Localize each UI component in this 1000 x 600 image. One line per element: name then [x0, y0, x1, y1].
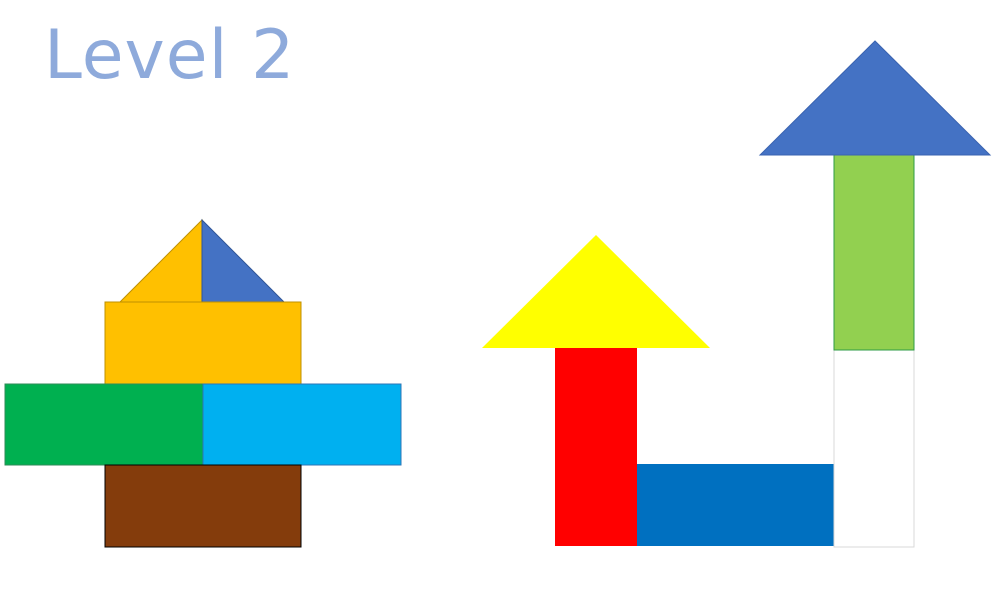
pieces-figure	[482, 40, 992, 548]
target-figure	[4, 218, 402, 548]
brown-rectangle[interactable]	[104, 464, 302, 548]
dark-blue-rectangle[interactable]	[637, 464, 834, 546]
white-empty-slot[interactable]	[833, 349, 915, 548]
orange-triangle-half[interactable]	[118, 218, 203, 303]
blue-triangle-half[interactable]	[201, 218, 286, 303]
red-rectangle[interactable]	[555, 348, 637, 546]
level-title: Level 2	[44, 16, 296, 95]
blue-triangle[interactable]	[758, 40, 992, 156]
yellow-triangle[interactable]	[482, 235, 710, 348]
green-rectangle[interactable]	[4, 383, 204, 466]
orange-rectangle[interactable]	[104, 301, 302, 385]
lime-rectangle[interactable]	[833, 152, 915, 351]
light-blue-rectangle[interactable]	[202, 383, 402, 466]
